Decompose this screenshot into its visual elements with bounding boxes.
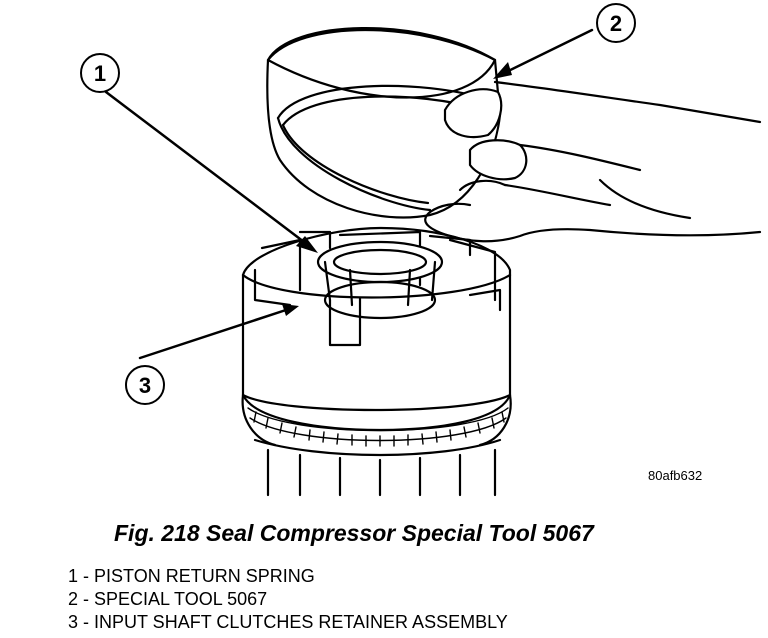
legend-list: 1 - PISTON RETURN SPRING 2 - SPECIAL TOO… (68, 565, 508, 634)
callout-3: 3 (125, 365, 165, 405)
callout-leaders (104, 28, 594, 360)
hand-illustration (424, 80, 762, 243)
seal-compressor-illustration: 1 2 3 (80, 3, 762, 497)
callout-1: 1 (80, 53, 120, 93)
legend-item: 2 - SPECIAL TOOL 5067 (68, 589, 268, 609)
legend-item: 3 - INPUT SHAFT CLUTCHES RETAINER ASSEMB… (68, 612, 508, 632)
figure-code: 80afb632 (648, 468, 703, 483)
gear-teeth-ring (247, 407, 509, 447)
piston-return-spring (316, 240, 444, 320)
callout-2-number: 2 (610, 11, 622, 36)
callout-1-number: 1 (94, 61, 106, 86)
callout-2: 2 (596, 3, 636, 43)
legend-item: 1 - PISTON RETURN SPRING (68, 566, 315, 586)
callout-3-number: 3 (139, 373, 151, 398)
figure-caption: Fig. 218 Seal Compressor Special Tool 50… (114, 520, 594, 546)
callout-arrowheads (282, 62, 512, 316)
